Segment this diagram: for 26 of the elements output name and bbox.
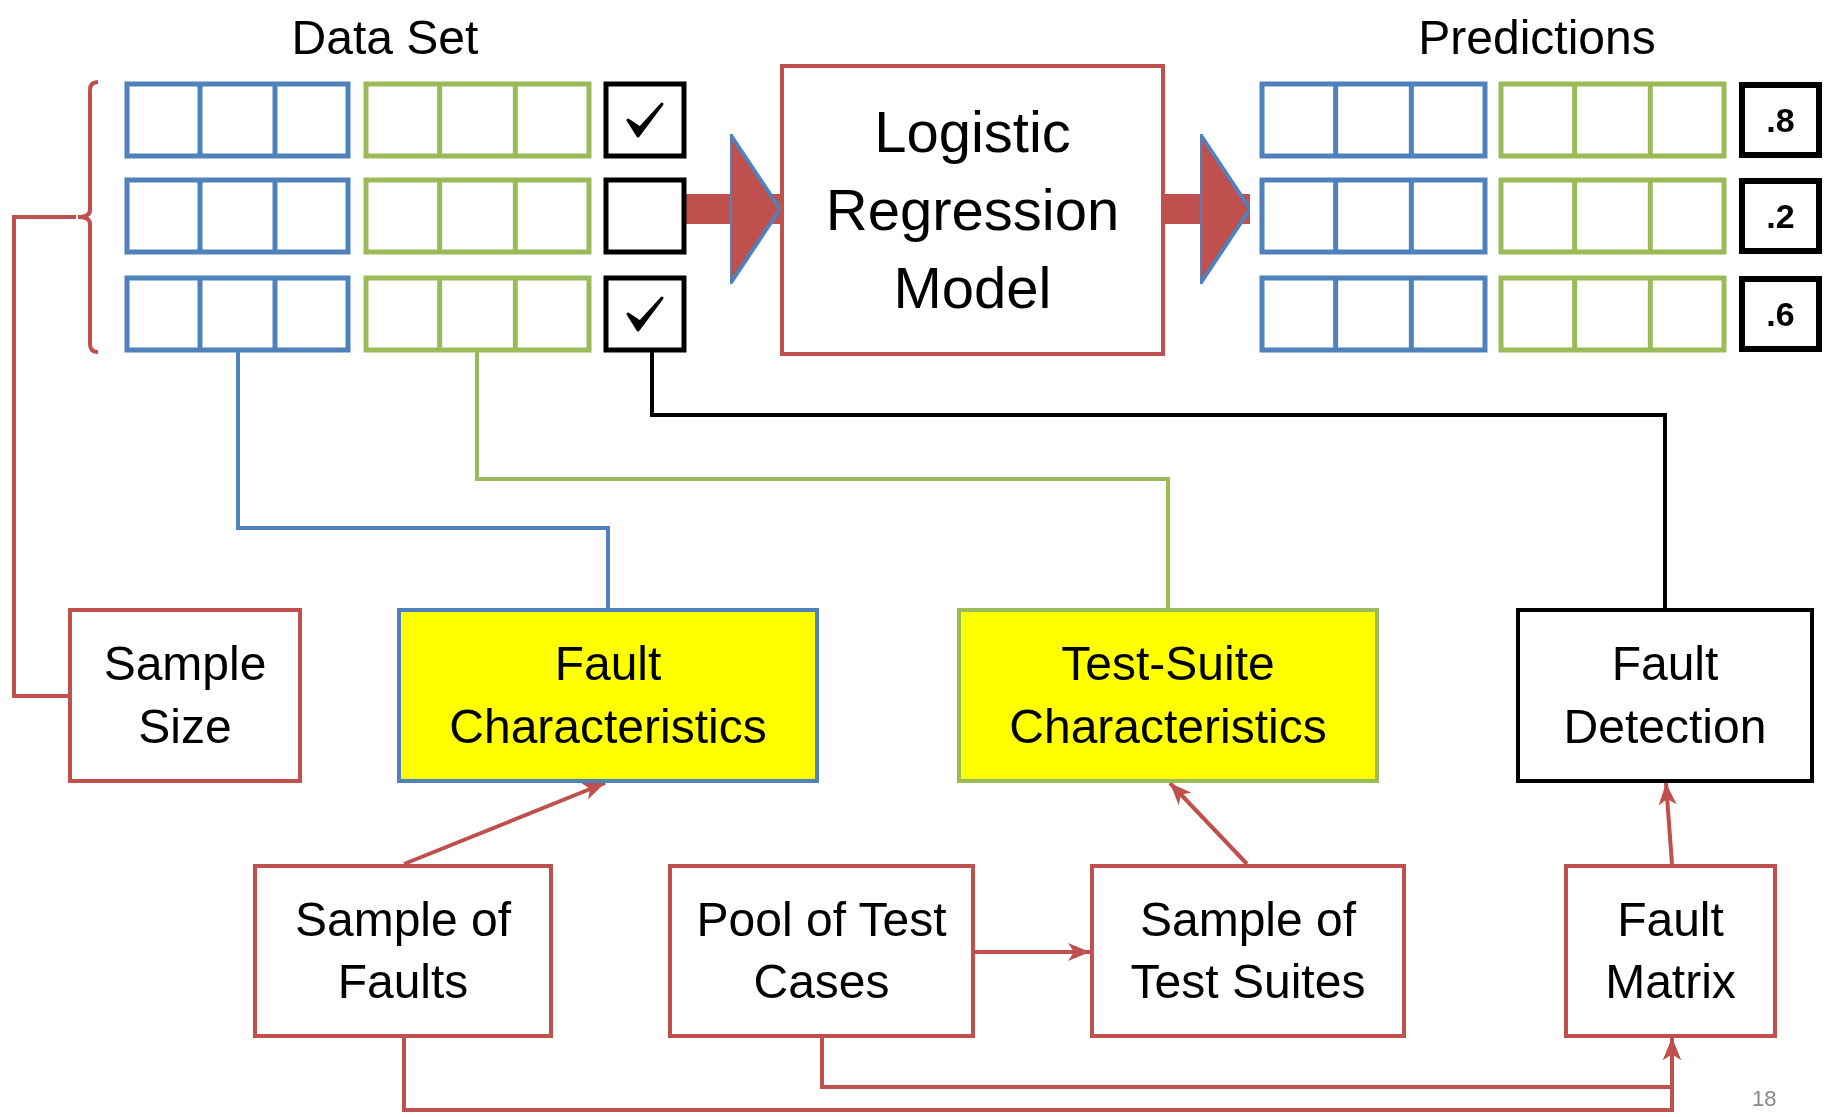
arrow xyxy=(403,781,606,866)
process-box: Fault Detection xyxy=(1516,608,1814,783)
arrow xyxy=(975,943,1090,961)
process-box: Sample Size xyxy=(68,608,302,783)
process-box: Logistic Regression Model xyxy=(780,64,1165,356)
arrow xyxy=(402,1038,1681,1112)
process-box: Test-Suite Characteristics xyxy=(957,608,1379,783)
connector-line xyxy=(650,352,1667,608)
value-box: .8 xyxy=(1739,82,1822,158)
process-box: Sample of Faults xyxy=(253,864,553,1038)
table-title: Data Set xyxy=(291,10,479,65)
arrow xyxy=(1168,781,1249,866)
value-box: .2 xyxy=(1739,178,1822,254)
connector-line xyxy=(236,352,610,608)
connector-line xyxy=(475,352,1170,608)
block-arrow xyxy=(1165,132,1252,286)
process-box: Pool of Test Cases xyxy=(668,864,975,1038)
process-box: Sample of Test Suites xyxy=(1090,864,1406,1038)
page-number: 18 xyxy=(1752,1086,1777,1112)
table-title: Predictions xyxy=(1418,10,1656,65)
value-box: .6 xyxy=(1739,276,1822,352)
process-box: Fault Characteristics xyxy=(397,608,819,783)
process-box: Fault Matrix xyxy=(1564,864,1777,1038)
connector-line xyxy=(12,215,76,698)
arrow xyxy=(1658,782,1677,865)
block-arrow xyxy=(686,132,782,286)
